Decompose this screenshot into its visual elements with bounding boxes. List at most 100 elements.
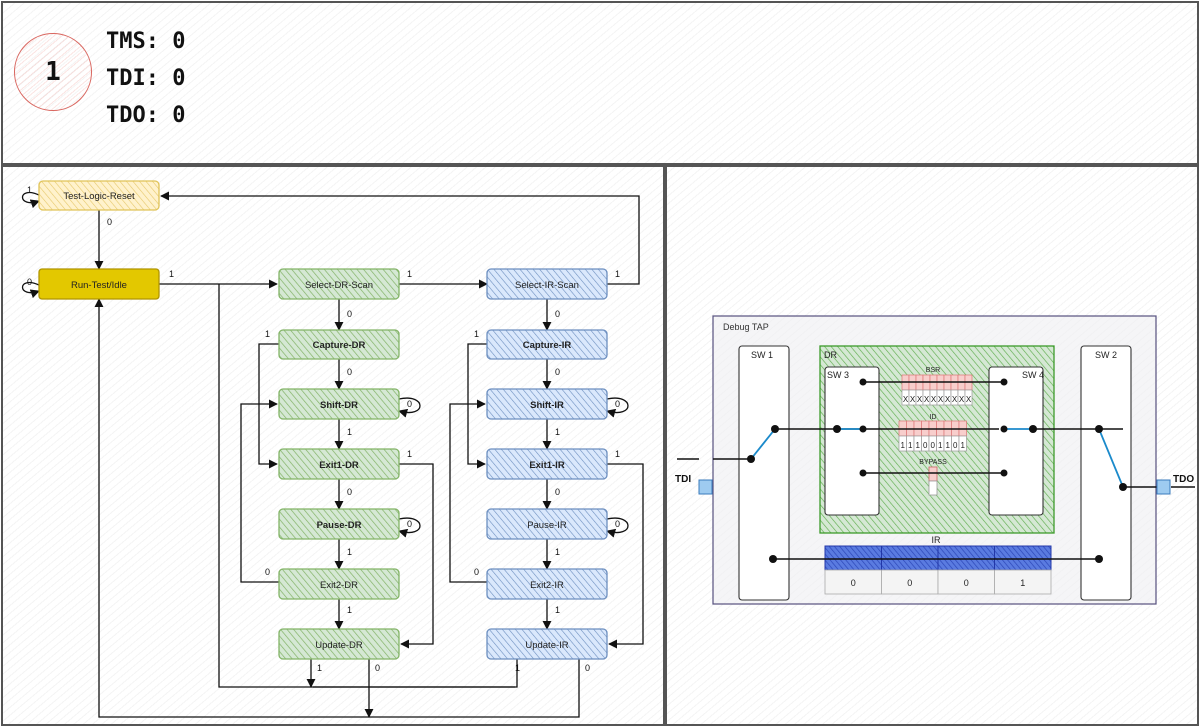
svg-text:1: 1 (407, 449, 412, 459)
state-exit2-ir (486, 568, 608, 600)
id-bit: 0 (931, 441, 936, 450)
svg-text:1: 1 (515, 663, 520, 673)
svg-text:ID: ID (930, 414, 937, 421)
svg-text:0: 0 (585, 663, 590, 673)
svg-text:0: 0 (347, 487, 352, 497)
svg-text:Update-DR: Update-DR (315, 640, 363, 651)
svg-text:0: 0 (265, 567, 270, 577)
svg-text:1: 1 (347, 427, 352, 437)
svg-text:1: 1 (615, 269, 620, 279)
svg-text:0: 0 (555, 367, 560, 377)
switch-4 (988, 366, 1044, 516)
bsr-bit: X (917, 395, 923, 404)
edge-selir-tlr (160, 191, 640, 285)
svg-text:Exit2-DR: Exit2-DR (320, 580, 358, 591)
svg-text:1: 1 (169, 269, 174, 279)
svg-text:BSR: BSR (926, 367, 940, 374)
id-bit: 1 (946, 441, 951, 450)
state-shift-dr (278, 388, 400, 420)
id-bit: 1 (908, 441, 913, 450)
state-exit1-dr (278, 448, 400, 480)
bsr-bit: X (945, 395, 951, 404)
svg-text:0: 0 (407, 519, 412, 529)
state-capture-dr (278, 329, 400, 360)
svg-text:1: 1 (407, 269, 412, 279)
state-select-ir-scan (486, 268, 608, 300)
ir-cell (824, 545, 882, 571)
bsr-bit: X (931, 395, 937, 404)
svg-text:Select-DR-Scan: Select-DR-Scan (305, 280, 373, 291)
svg-text:1: 1 (265, 329, 270, 339)
svg-text:Shift-DR: Shift-DR (320, 400, 358, 411)
edge-rti-self (22, 281, 40, 299)
tdi-readout: TDI: 0 (106, 66, 186, 91)
tdo-label: TDO (1173, 474, 1194, 485)
switch-1 (738, 345, 790, 601)
ir-cell (881, 545, 939, 571)
edge-tlr-self (22, 191, 40, 209)
id-bit: 1 (901, 441, 906, 450)
svg-text:Capture-IR: Capture-IR (523, 340, 572, 351)
svg-text:IR: IR (932, 535, 942, 545)
tdi-label: TDI (675, 474, 691, 485)
svg-text:0: 0 (555, 309, 560, 319)
svg-text:1: 1 (347, 547, 352, 557)
tdo-port (1156, 479, 1171, 495)
status-panel: 1 TMS: 0 TDI: 0 TDO: 0 (1, 1, 1199, 165)
ir-bit: 0 (851, 578, 856, 588)
svg-text:0: 0 (555, 487, 560, 497)
state-run-test-idle (38, 268, 160, 300)
svg-text:0: 0 (347, 309, 352, 319)
id-bit: 0 (923, 441, 928, 450)
svg-text:0: 0 (107, 217, 112, 227)
ir-bit: 0 (964, 578, 969, 588)
svg-text:0: 0 (407, 399, 412, 409)
svg-text:1: 1 (555, 427, 560, 437)
bsr-bit: X (903, 395, 909, 404)
state-exit2-dr (278, 568, 400, 600)
svg-text:Pause-DR: Pause-DR (317, 520, 362, 531)
svg-text:0: 0 (375, 663, 380, 673)
bsr-bit: X (910, 395, 916, 404)
svg-text:BYPASS: BYPASS (919, 459, 947, 466)
tap-state-machine-panel: 1 0 0 1 1 1 0 1 0 0 1 1 0 0 1 0 1 1 0 0 … (1, 165, 665, 726)
svg-text:Capture-DR: Capture-DR (313, 340, 366, 351)
bsr-bit: X (966, 395, 972, 404)
svg-text:Exit1-DR: Exit1-DR (319, 460, 359, 471)
state-pause-dr (278, 508, 400, 540)
svg-text:0: 0 (347, 367, 352, 377)
bsr-bit: X (959, 395, 965, 404)
svg-text:SW 2: SW 2 (1095, 350, 1117, 360)
id-bit: 0 (953, 441, 958, 450)
id-bit: 1 (938, 441, 943, 450)
svg-text:SW 3: SW 3 (827, 370, 849, 380)
tdi-port (698, 479, 713, 495)
bypass-register-cell (928, 466, 938, 482)
tap-title: Debug TAP (723, 322, 769, 332)
ir-cell (937, 545, 995, 571)
svg-text:Exit1-IR: Exit1-IR (529, 460, 565, 471)
svg-text:Shift-IR: Shift-IR (530, 400, 564, 411)
state-select-dr-scan (278, 268, 400, 300)
svg-text:1: 1 (347, 605, 352, 615)
tms-readout: TMS: 0 (106, 29, 186, 54)
svg-text:SW 4: SW 4 (1022, 370, 1044, 380)
state-update-ir (486, 628, 608, 660)
switch-2 (1080, 345, 1132, 601)
state-label-rti: Run-Test/Idle (71, 280, 127, 291)
ir-cell (994, 545, 1052, 571)
ir-bit: 0 (907, 578, 912, 588)
svg-text:Exit2-IR: Exit2-IR (530, 580, 564, 591)
svg-text:SW 1: SW 1 (751, 350, 773, 360)
id-bit: 1 (961, 441, 966, 450)
svg-text:1: 1 (317, 663, 322, 673)
state-capture-ir (486, 329, 608, 360)
svg-text:0: 0 (615, 519, 620, 529)
bsr-bit: X (924, 395, 930, 404)
switch-3 (824, 366, 880, 516)
svg-text:0: 0 (27, 277, 32, 287)
